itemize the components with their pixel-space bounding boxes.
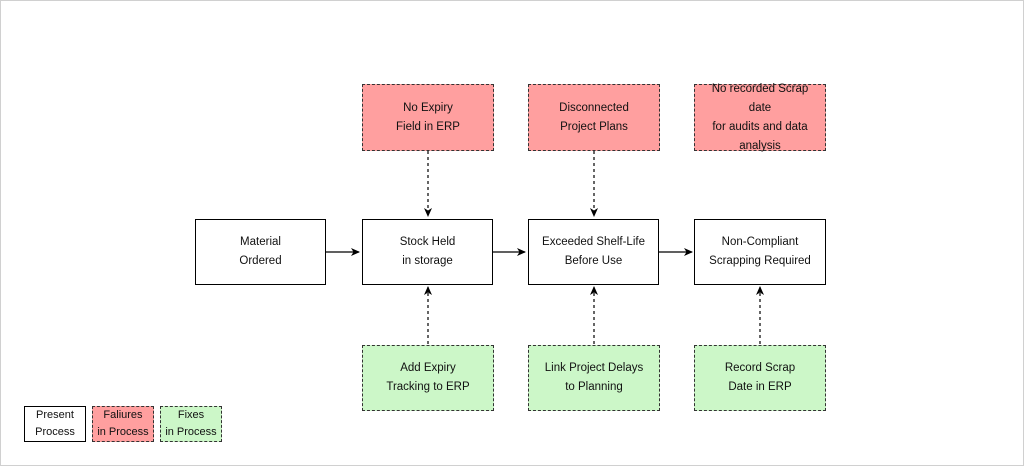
failure-label: Disconnected Project Plans <box>559 101 629 133</box>
fix-link-project-delays: Link Project Delays to Planning <box>528 345 660 411</box>
failure-no-expiry-field: No Expiry Field in ERP <box>362 84 494 151</box>
fix-label: Record Scrap Date in ERP <box>724 362 796 393</box>
legend-failures-in-process: Faliures in Process <box>92 406 154 442</box>
process-label: Non-Compliant Scrapping Required <box>709 236 811 267</box>
process-exceeded-shelf-life: Exceeded Shelf-Life Before Use <box>528 219 659 285</box>
process-material-ordered: Material Ordered <box>195 219 326 285</box>
process-stock-held: Stock Held in storage <box>362 219 493 285</box>
legend-fixes-in-process: Fixes in Process <box>160 406 222 442</box>
failure-label: No Expiry Field in ERP <box>396 101 460 133</box>
fix-label: Link Project Delays to Planning <box>544 362 644 393</box>
failure-label: No recorded Scrap date for audits and da… <box>711 82 809 152</box>
process-label: Material Ordered <box>239 236 282 267</box>
fix-add-expiry-tracking: Add Expiry Tracking to ERP <box>362 345 494 411</box>
failure-no-recorded-scrap-date: No recorded Scrap date for audits and da… <box>694 83 826 152</box>
legend-present-process: Present Process <box>24 406 86 442</box>
process-non-compliant-scrapping: Non-Compliant Scrapping Required <box>694 219 826 285</box>
process-label: Exceeded Shelf-Life Before Use <box>542 236 645 267</box>
legend-label: Fixes in Process <box>165 409 217 438</box>
legend-label: Present Process <box>35 409 75 438</box>
fix-label: Add Expiry Tracking to ERP <box>386 362 470 393</box>
failure-disconnected-project-plans: Disconnected Project Plans <box>528 84 660 151</box>
legend-label: Faliures in Process <box>97 409 149 438</box>
process-label: Stock Held in storage <box>399 236 456 267</box>
fix-record-scrap-date: Record Scrap Date in ERP <box>694 345 826 411</box>
